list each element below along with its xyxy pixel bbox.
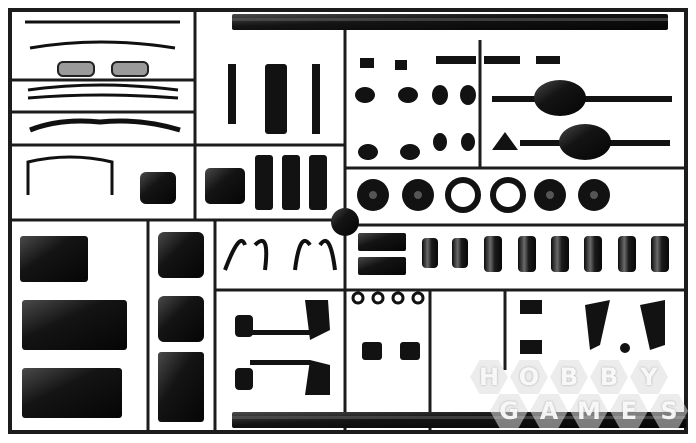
mirror-part [205,168,245,204]
spring-hangers [351,291,665,360]
mirror-part [140,172,176,204]
center-parts [228,64,327,210]
grille-parts [25,20,181,133]
grille-mesh [57,61,149,77]
watermark-row-1: H O B B Y [470,360,668,394]
watermark-letter: O [510,360,548,394]
fender-brackets [223,238,337,271]
watermark-letter: B [550,360,588,394]
chassis-rail-top [232,14,668,30]
brake-drums [357,177,610,213]
watermark-letter: Y [630,360,668,394]
watermark-letter: H [470,360,508,394]
watermark-letter: M [570,394,608,428]
small-tanks [158,232,204,422]
grid-runners [10,10,686,432]
small-parts [355,56,560,160]
watermark-letter: S [650,394,688,428]
cylinder-parts [422,236,669,272]
rear-axle [492,80,672,160]
sprue-gate [331,208,359,236]
chassis-rail-bottom [232,412,686,428]
watermark-letter: B [590,360,628,394]
watermark-letter: G [490,394,528,428]
suspension-links [235,300,330,395]
watermark-letter: A [530,394,568,428]
watermark-row-2: G A M E S [490,394,688,428]
watermark-letter: E [610,394,648,428]
battery-boxes [358,233,406,275]
seat-frame [26,155,114,195]
step-panels [20,236,127,418]
